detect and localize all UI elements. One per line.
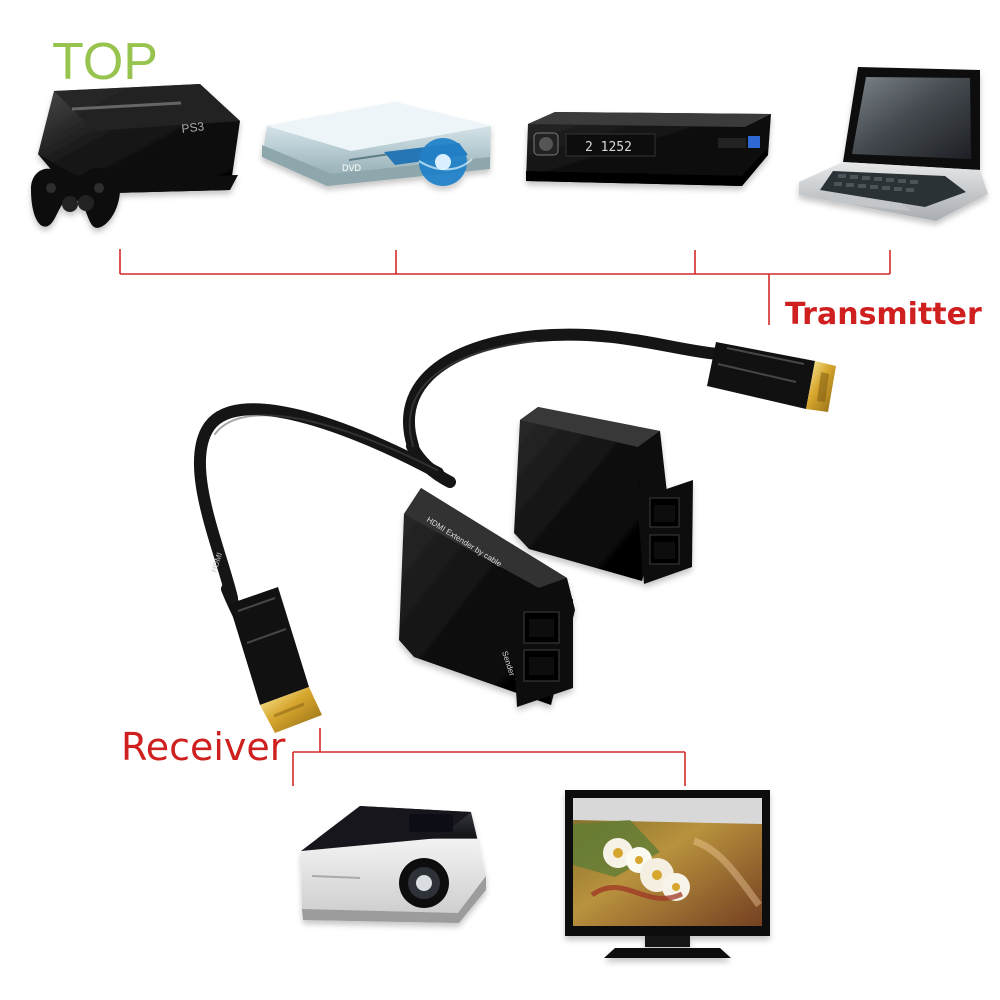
dvd-logo-text: DVD — [342, 163, 362, 173]
transmitter-hdmi-plug — [707, 342, 836, 412]
watermark-text: TOP — [52, 33, 158, 91]
receiver-connection-lines — [292, 728, 686, 786]
projector-image — [301, 806, 486, 923]
transmitter-extender-module — [514, 407, 693, 584]
transmitter-connection-lines — [119, 249, 891, 325]
monitor-image — [565, 790, 770, 958]
dvd-player-image: DVD — [262, 102, 491, 186]
flower-artwork — [590, 837, 762, 908]
receiver-label: Receiver — [121, 725, 286, 769]
ps3-logo-text: PS3 — [181, 119, 206, 136]
receiver-extender-module: HDMI Extender by cable Sender — [399, 488, 575, 707]
set-top-box-image: 2 1252 — [526, 112, 771, 186]
laptop-image — [799, 67, 988, 221]
transmitter-label: Transmitter — [785, 297, 982, 332]
set-top-display-text: 2 1252 — [585, 140, 632, 155]
playstation-console-image: PS3 — [30, 84, 240, 228]
